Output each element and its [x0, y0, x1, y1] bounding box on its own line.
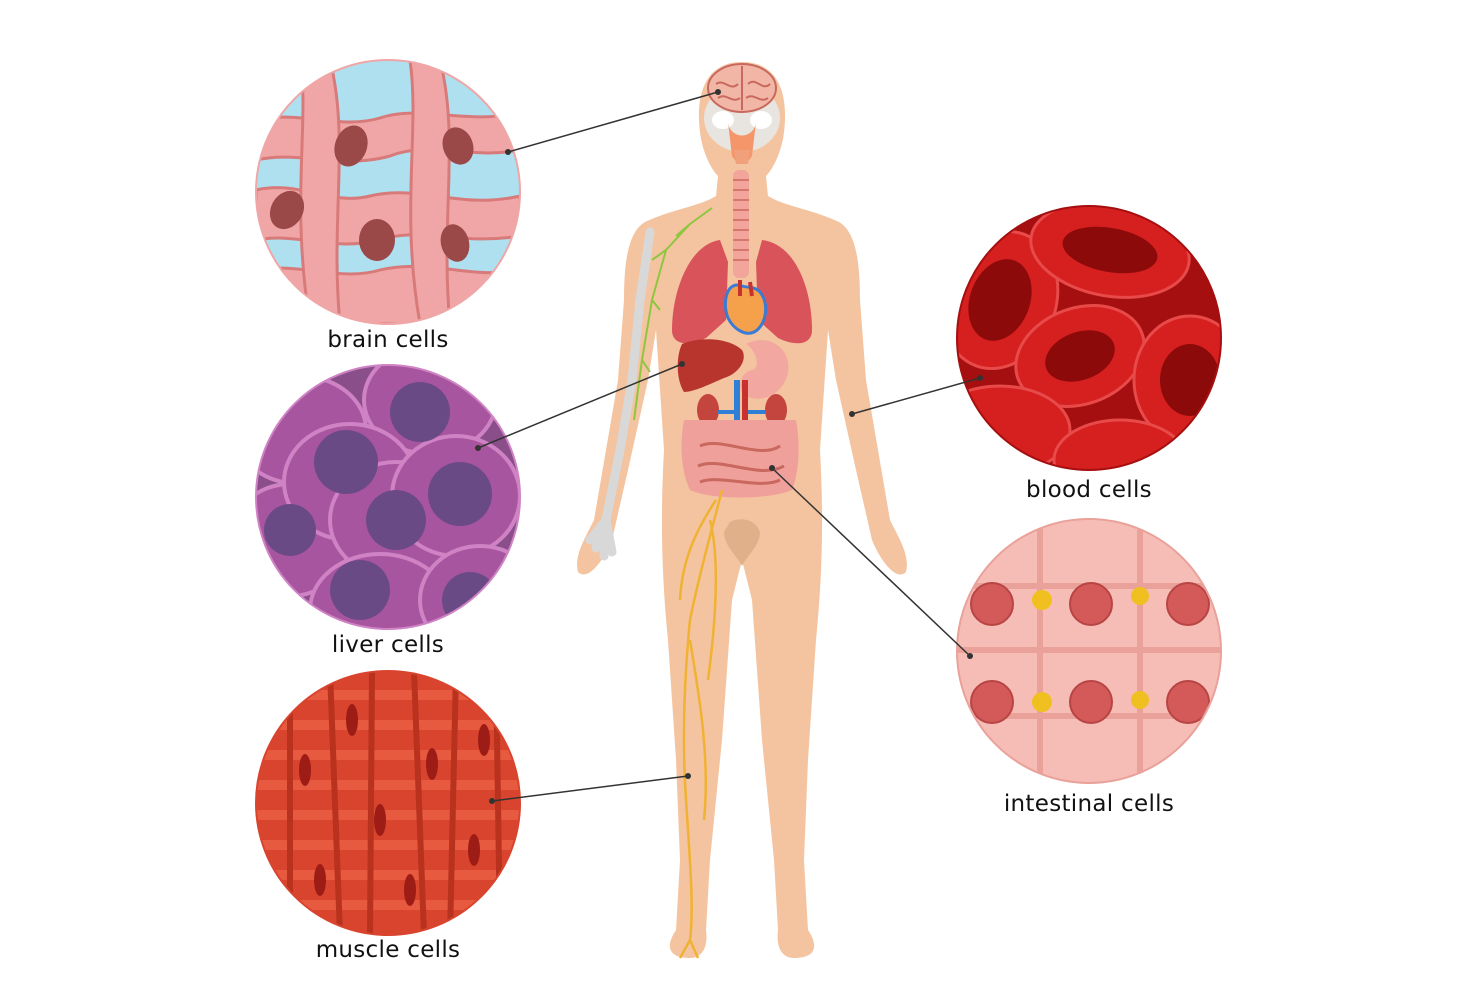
kidney-icon — [697, 380, 787, 442]
brain-leader — [507, 91, 719, 153]
blood-leader — [851, 377, 981, 415]
liver-cells-label: liver cells — [331, 632, 445, 658]
brain-icon — [707, 63, 777, 113]
trachea-icon — [733, 170, 749, 278]
nerve-icon — [678, 489, 724, 959]
brain-cells-label: brain cells — [327, 327, 449, 353]
heart-icon — [723, 280, 768, 335]
brain-cells-circle — [256, 60, 520, 324]
leader-dots — [475, 89, 983, 804]
muscle-leader — [491, 775, 689, 802]
liver-icon — [677, 339, 744, 392]
skeleton-arm-icon — [585, 227, 655, 561]
intestinal-cells-circle — [957, 519, 1221, 783]
muscle-cells-circle — [256, 671, 520, 935]
muscle-cells-label: muscle cells — [315, 937, 461, 963]
intestine-icon — [681, 420, 799, 498]
body-silhouette — [577, 62, 907, 958]
lungs-icon — [672, 240, 812, 344]
lymph-icon — [633, 207, 713, 421]
intestinal-cells-label: intestinal cells — [1003, 791, 1175, 817]
liver-cells-circle — [256, 365, 520, 629]
intestinal-leader — [771, 467, 971, 657]
blood-cells-label: blood cells — [1026, 477, 1152, 503]
stomach-icon — [740, 340, 789, 399]
leader-lines — [477, 91, 981, 802]
human-body — [577, 62, 907, 959]
bladder-icon — [724, 519, 760, 566]
liver-leader — [477, 363, 683, 449]
blood-cells-circle — [957, 206, 1221, 470]
